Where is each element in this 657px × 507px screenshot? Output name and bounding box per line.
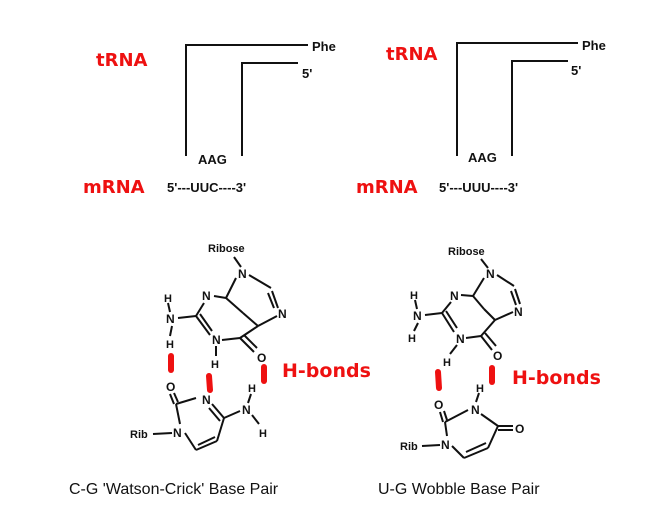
left-amine-h2: H xyxy=(166,339,174,351)
right-hbond-1 xyxy=(435,369,442,391)
left-o6-atom: O xyxy=(257,351,266,365)
left-n9-atom: N xyxy=(238,267,247,281)
left-hbonds-label: H-bonds xyxy=(282,360,371,382)
right-uracil-structure: O N H O N Rib xyxy=(400,383,524,459)
left-n3c-atom: N xyxy=(202,393,211,407)
left-o2-atom: O xyxy=(166,380,175,394)
right-amine-h1: H xyxy=(410,290,418,302)
right-h1-atom: H xyxy=(443,357,451,369)
right-caption: U-G Wobble Base Pair xyxy=(378,481,540,498)
right-n9-atom: N xyxy=(486,267,495,281)
right-mrna-sequence: 5'---UUU----3' xyxy=(439,180,518,195)
right-n1-atom: N xyxy=(456,332,465,346)
right-anticodon: AAG xyxy=(468,150,497,165)
right-ribose-label: Ribose xyxy=(448,246,485,258)
left-amine-n4: N xyxy=(242,403,251,417)
left-guanine-structure: Ribose N N N N O H N H H xyxy=(164,243,287,371)
left-mrna-sequence: 5'---UUC----3' xyxy=(167,180,246,195)
right-amine-h2: H xyxy=(408,333,416,345)
right-trna-label: tRNA xyxy=(386,44,438,65)
right-n3-atom: N xyxy=(450,289,459,303)
left-hydrogen-bonds: H-bonds xyxy=(168,353,371,393)
right-five-prime: 5' xyxy=(571,63,581,78)
left-n1-atom: N xyxy=(212,333,221,347)
left-amine-n: N xyxy=(166,312,175,326)
left-caption: C-G 'Watson-Crick' Base Pair xyxy=(69,481,279,498)
left-amine-h4: H xyxy=(259,428,267,440)
right-mrna-label: mRNA xyxy=(356,177,418,198)
left-n3-atom: N xyxy=(202,289,211,303)
right-h3-atom: H xyxy=(476,383,484,395)
left-amine-h1: H xyxy=(164,293,172,305)
left-trna-label: tRNA xyxy=(96,50,148,71)
left-trna-outer-strand xyxy=(185,44,308,156)
left-amine-h3: H xyxy=(248,383,256,395)
right-amino-acid: Phe xyxy=(582,38,606,53)
right-hbonds-label: H-bonds xyxy=(512,367,601,389)
left-hbond-2 xyxy=(206,373,213,393)
left-mrna-label: mRNA xyxy=(83,177,145,198)
right-o6-atom: O xyxy=(493,349,502,363)
right-guanine-structure: Ribose N N N N O H N H H xyxy=(408,246,523,369)
left-trna-inner-strand xyxy=(241,62,298,156)
right-n1u-atom: N xyxy=(441,438,450,452)
right-o4-atom: O xyxy=(515,422,524,436)
left-amino-acid: Phe xyxy=(312,39,336,54)
left-cytosine-structure: O N N N H H Rib xyxy=(130,380,267,451)
right-trna-outer-strand xyxy=(456,42,578,156)
right-o2-atom: O xyxy=(434,398,443,412)
left-anticodon: AAG xyxy=(198,152,227,167)
left-ribose-label: Ribose xyxy=(208,243,245,255)
right-trna-inner-strand xyxy=(511,60,568,156)
right-rib-label: Rib xyxy=(400,441,418,453)
left-n1c-atom: N xyxy=(173,426,182,440)
left-trna-diagram: tRNA Phe 5' AAG mRNA 5'---UUC----3' xyxy=(83,39,336,198)
right-n7-atom: N xyxy=(514,305,523,319)
left-five-prime: 5' xyxy=(302,66,312,81)
right-hydrogen-bonds: H-bonds xyxy=(435,365,601,391)
left-n7-atom: N xyxy=(278,307,287,321)
left-ribose-bond xyxy=(233,256,242,268)
right-amine-n: N xyxy=(413,309,422,323)
left-rib-label: Rib xyxy=(130,429,148,441)
left-h1-atom: H xyxy=(211,359,219,371)
right-n3u-atom: N xyxy=(471,403,480,417)
right-trna-diagram: tRNA Phe 5' AAG mRNA 5'---UUU----3' xyxy=(356,38,606,198)
